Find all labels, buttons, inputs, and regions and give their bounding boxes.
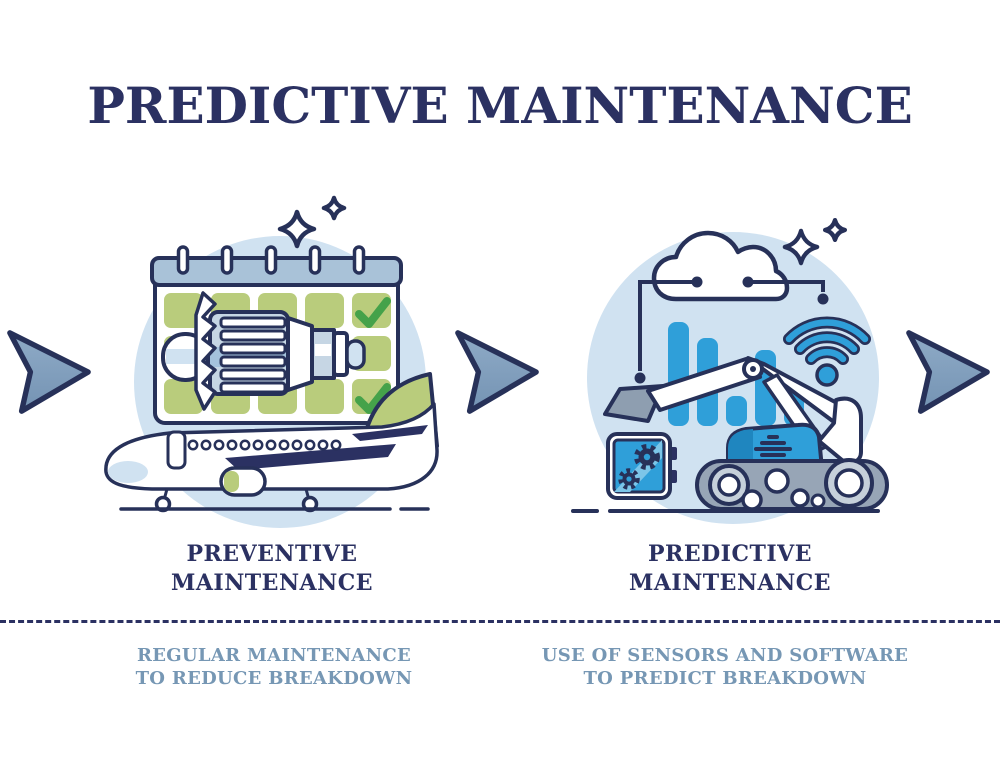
right-arrow-icon: [7, 330, 91, 414]
section-description-preventive: REGULAR MAINTENANCE TO REDUCE BREAKDOWN: [74, 644, 474, 691]
section-description-predictive: USE OF SENSORS AND SOFTWARE TO PREDICT B…: [525, 644, 925, 691]
page-title: PREDICTIVE MAINTENANCE: [87, 76, 913, 135]
description-line: TO PREDICT BREAKDOWN: [583, 668, 867, 690]
description-line: USE OF SENSORS AND SOFTWARE: [541, 645, 909, 666]
jet-engine-icon: [161, 291, 366, 411]
track-wheels: [708, 458, 874, 511]
rear-wing: [352, 425, 428, 441]
flow-arrow-right: [906, 330, 990, 414]
section-label-predictive: PREDICTIVE MAINTENANCE: [570, 540, 890, 598]
description-line: TO REDUCE BREAKDOWN: [135, 668, 413, 690]
calendar-rings: [176, 245, 366, 275]
gears-sensor-box-icon: [606, 432, 677, 500]
label-line: PREVENTIVE: [186, 541, 358, 567]
right-arrow-icon: [906, 330, 990, 414]
dashed-divider: [0, 620, 1000, 623]
connection-wire-icon: [634, 276, 829, 384]
description-line: REGULAR MAINTENANCE: [136, 645, 412, 666]
label-line: MAINTENANCE: [170, 570, 374, 597]
main-wing: [225, 444, 396, 470]
predictive-illustration: [571, 217, 889, 524]
door: [166, 430, 187, 470]
check-mark-icon: [355, 297, 391, 414]
flow-arrow-middle: [455, 330, 539, 414]
excavator-icon: [603, 356, 889, 511]
sparkles-icon: [782, 217, 848, 266]
windows: [187, 439, 342, 451]
wifi-signal-icon: [783, 316, 871, 387]
flow-arrow-left: [7, 330, 91, 414]
sparkles-icon: [277, 195, 347, 249]
airplane-icon: [104, 372, 439, 513]
section-label-preventive: PREVENTIVE MAINTENANCE: [112, 540, 432, 598]
label-line: MAINTENANCE: [628, 570, 832, 597]
label-line: PREDICTIVE: [648, 541, 812, 567]
preventive-illustration: [104, 195, 439, 528]
gear-icon: [618, 444, 660, 490]
fan-blade: [194, 291, 217, 411]
right-arrow-icon: [455, 330, 539, 414]
